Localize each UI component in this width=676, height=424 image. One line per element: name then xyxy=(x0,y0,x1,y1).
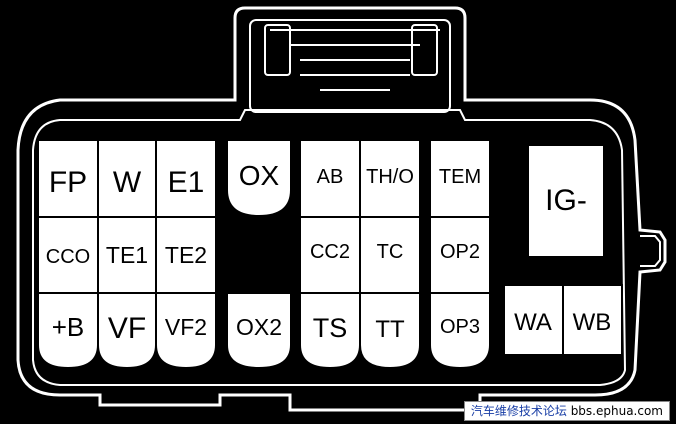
connector-housing-outline xyxy=(16,6,667,412)
pin-wb-label: WB xyxy=(573,309,612,336)
pin-tc-label: TC xyxy=(377,241,404,263)
pin-fp-label: FP xyxy=(49,166,87,199)
connector-inner-outline xyxy=(32,109,627,386)
pin-block-left xyxy=(37,139,217,370)
pin-op3-label: OP3 xyxy=(440,316,480,338)
pin-wa-cell xyxy=(503,284,564,356)
pin-te2-label: TE2 xyxy=(165,242,207,268)
pin-op3-cell xyxy=(429,292,491,370)
pin-te1-label: TE1 xyxy=(106,242,148,268)
pin-tc-cell xyxy=(359,216,421,294)
pin-op2-label: OP2 xyxy=(440,241,480,263)
pin-ig-minus-label: IG- xyxy=(545,184,587,217)
watermark-url: bbs.ephua.com xyxy=(570,404,663,418)
pin-cc2-label: CC2 xyxy=(310,241,350,263)
connector-side-tab xyxy=(640,235,661,267)
pin-w-label: W xyxy=(113,166,142,199)
pin-vf2-label: VF2 xyxy=(165,314,207,340)
pin-cco-cell xyxy=(37,216,99,294)
pin-ox-label: OX xyxy=(239,160,280,191)
forum-watermark: 汽车维修技术论坛 bbs.ephua.com xyxy=(463,401,670,421)
pin-ts-label: TS xyxy=(313,313,348,343)
pin-tt-cell xyxy=(359,292,421,370)
watermark-forum-name: 汽车维修技术论坛 xyxy=(470,404,567,418)
pin-e1-label: E1 xyxy=(168,166,205,199)
pin-tho-label: TH/O xyxy=(366,166,414,188)
pin-tho-cell xyxy=(359,139,421,218)
pin-tt-label: TT xyxy=(375,316,405,343)
pin-block-op xyxy=(429,139,491,370)
connector-latch xyxy=(249,19,451,113)
pin-e1-cell xyxy=(155,139,217,218)
pin-wa-label: WA xyxy=(514,309,552,336)
pin-vf2-cell xyxy=(155,292,217,370)
pin-ox-cell xyxy=(226,139,292,218)
pin-wb-cell xyxy=(562,284,623,356)
pin-block-middle xyxy=(299,139,421,370)
pin-cco-label: CCO xyxy=(46,246,90,268)
pin-tem-label: TEM xyxy=(439,166,481,188)
pin-ig-minus-cell xyxy=(527,144,605,258)
pin-ab-label: AB xyxy=(317,166,344,188)
pin-vf-label: VF xyxy=(108,312,146,345)
pin-ox2-label: OX2 xyxy=(236,314,282,340)
pin-te2-cell xyxy=(155,216,217,294)
pin-ox2-cell xyxy=(226,292,292,370)
pin-b-plus-label: +B xyxy=(52,312,85,342)
